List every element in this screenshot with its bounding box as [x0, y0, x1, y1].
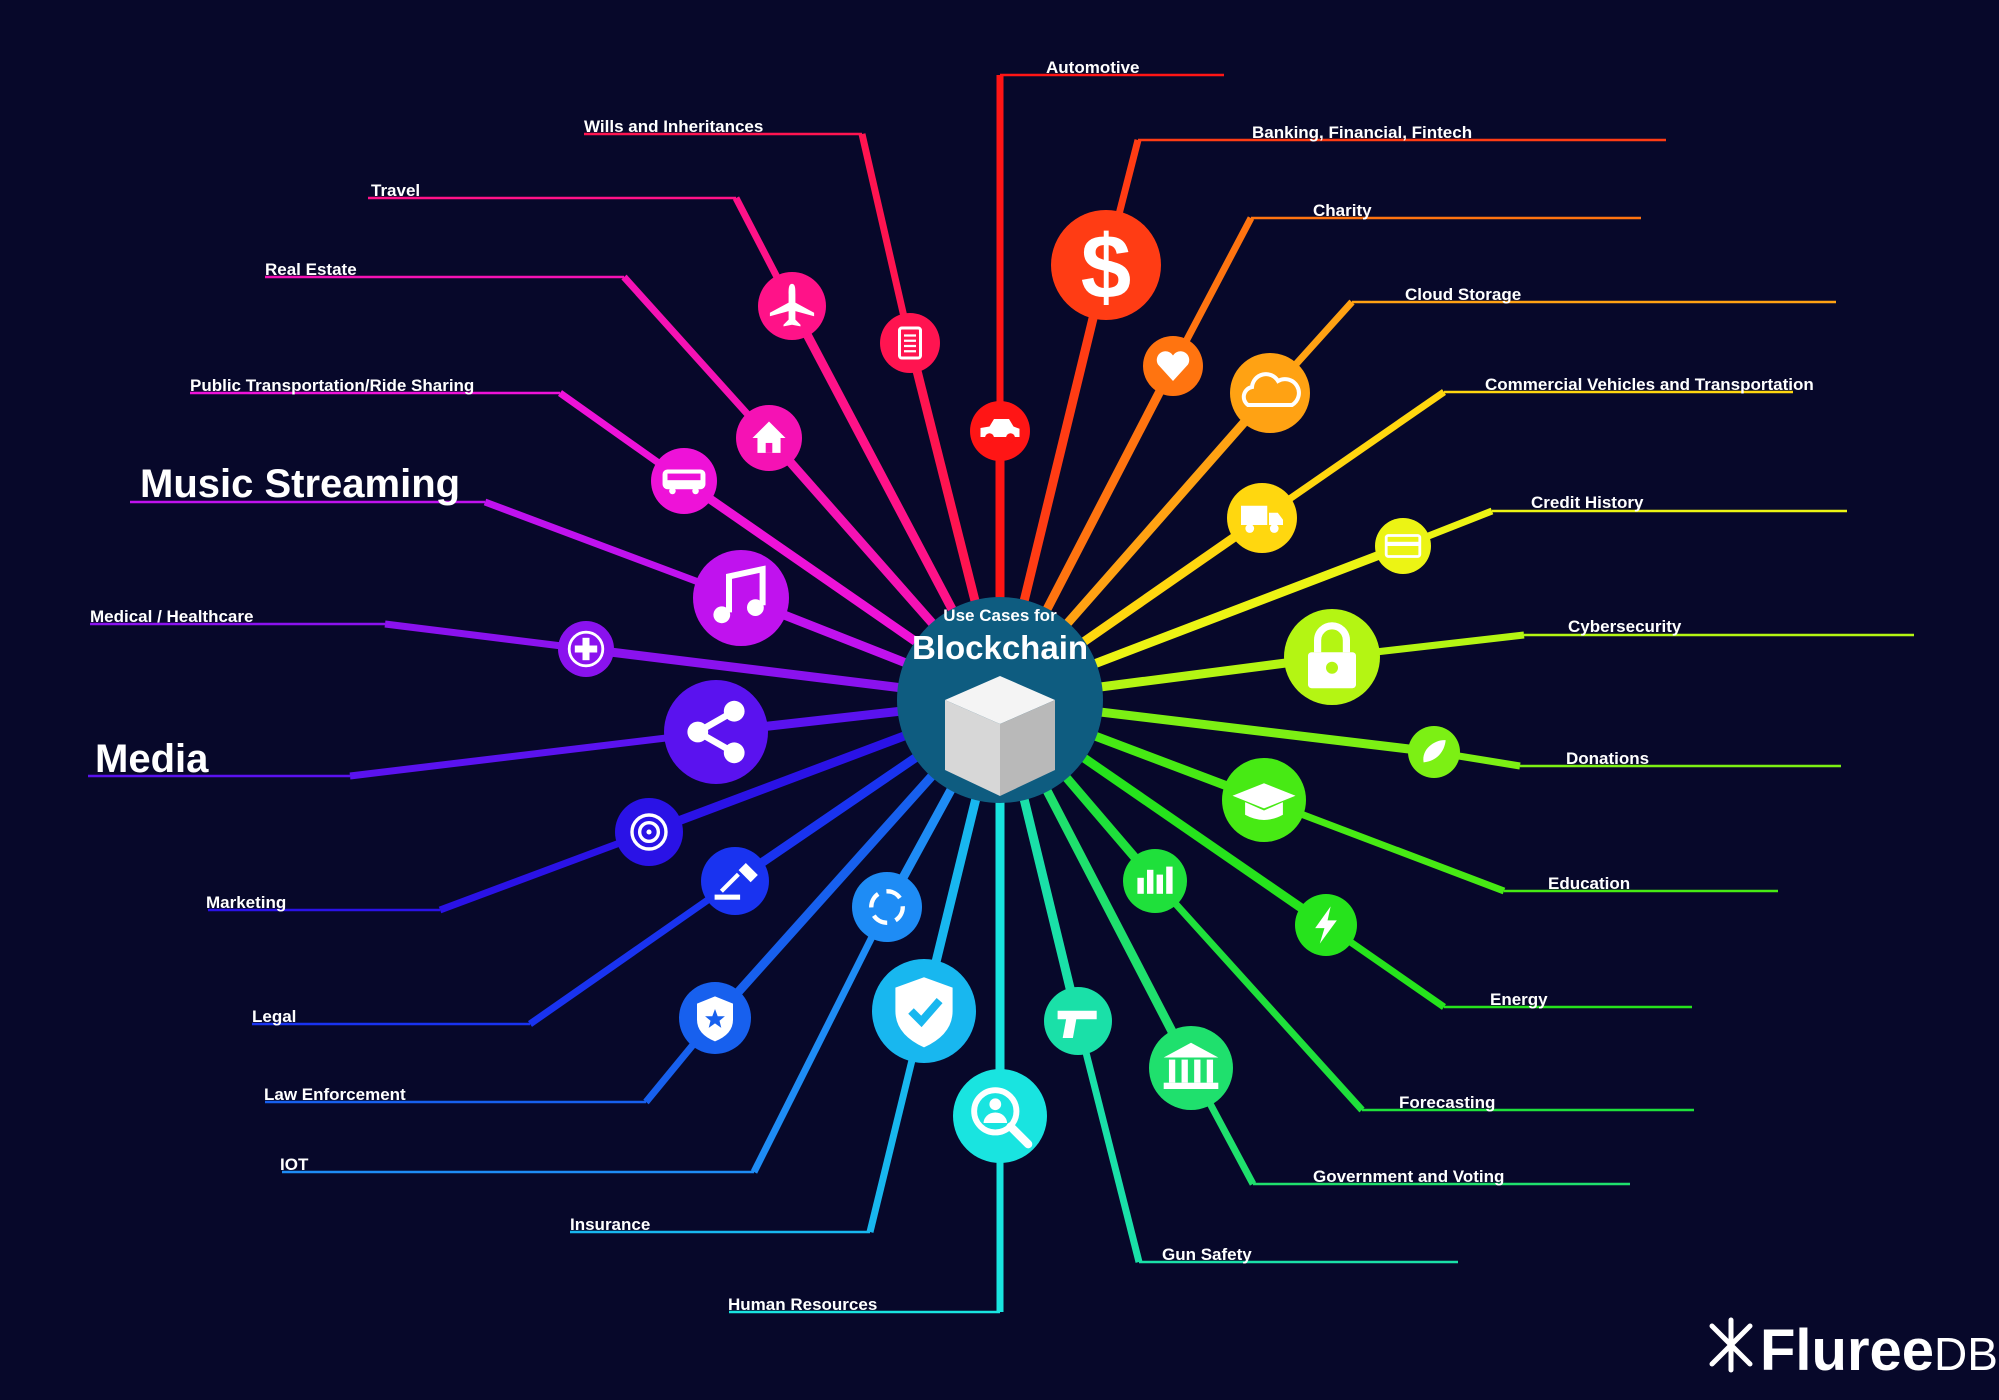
spoke-label: Law Enforcement: [264, 1085, 406, 1104]
truck-icon: [1241, 505, 1283, 533]
hub-subtitle: Use Cases for: [943, 606, 1057, 625]
spoke-ray: [621, 274, 772, 441]
spoke-label: Human Resources: [728, 1295, 877, 1314]
spoke-ray: [438, 828, 651, 914]
dollar-icon: $: [1081, 217, 1131, 318]
bar-chart-icon: [1137, 866, 1173, 894]
government-building-icon: [1163, 1042, 1219, 1089]
spoke-label: Credit History: [1531, 493, 1644, 512]
spoke-label: Travel: [371, 181, 420, 200]
spoke-label: Medical / Healthcare: [90, 607, 253, 626]
spoke-label: Real Estate: [265, 260, 357, 279]
spoke-automotive[interactable]: Automotive: [970, 58, 1224, 700]
padlock-icon: [1308, 622, 1356, 689]
gun-icon: [1057, 1010, 1097, 1038]
spoke-label: Donations: [1566, 749, 1649, 768]
cube-icon: [945, 676, 1055, 796]
spoke-ray: [1262, 796, 1506, 895]
lightning-icon: [1315, 906, 1337, 944]
bus-icon: [662, 469, 706, 495]
cloud-icon: [1241, 372, 1301, 407]
spoke-ray: [858, 133, 914, 344]
spoke-ray: [1152, 878, 1365, 1113]
spoke-music-streaming[interactable]: Music Streaming: [130, 462, 1002, 705]
fluree-logo: Fluree DB: [1709, 1317, 1998, 1383]
spoke-label: Education: [1548, 874, 1630, 893]
spoke-label: Marketing: [206, 893, 286, 912]
spoke-label: Government and Voting: [1313, 1167, 1504, 1186]
spoke-ray: [384, 620, 587, 653]
spoke-commercial-vehicles[interactable]: Commercial Vehicles and Transportation: [997, 375, 1814, 704]
spoke-education[interactable]: Education: [998, 695, 1778, 895]
center-hub: Use Cases for Blockchain: [897, 597, 1103, 803]
car-icon: [980, 419, 1020, 443]
airplane-icon: [769, 283, 815, 327]
spoke-label: Forecasting: [1399, 1093, 1495, 1112]
iot-ring-icon: [869, 889, 905, 925]
fluree-logo-icon: [1709, 1317, 1753, 1373]
share-icon: [687, 700, 745, 764]
target-icon: [630, 813, 668, 851]
brand-suffix: DB: [1934, 1328, 1998, 1380]
spoke-layer: Automotive $ Banking, Financial, FintechCh…: [88, 58, 1914, 1314]
spoke-ray: [1074, 1020, 1143, 1263]
person-search-icon: [971, 1087, 1033, 1149]
spoke-label: Gun Safety: [1162, 1245, 1252, 1264]
spoke-label: Insurance: [570, 1215, 650, 1234]
music-note-icon: [713, 565, 766, 624]
spoke-label: Energy: [1490, 990, 1548, 1009]
credit-card-icon: [1384, 534, 1422, 558]
svg-text:$: $: [1081, 217, 1131, 318]
icon-bubble[interactable]: [880, 313, 940, 373]
icon-bubble[interactable]: [1230, 353, 1310, 433]
icon-bubble[interactable]: [693, 550, 789, 646]
spoke-label: Cloud Storage: [1405, 285, 1521, 304]
spoke-credit-history[interactable]: Credit History: [998, 493, 1847, 705]
hand-leaf-icon: [1423, 740, 1446, 763]
spoke-label: Wills and Inheritances: [584, 117, 763, 136]
spoke-media[interactable]: Media: [88, 680, 1001, 784]
spoke-label: Commercial Vehicles and Transportation: [1485, 375, 1814, 394]
spoke-label: Cybersecurity: [1568, 617, 1682, 636]
spoke-ray: [527, 878, 738, 1027]
shield-check-icon: [895, 977, 953, 1048]
icon-bubble[interactable]: [664, 680, 768, 784]
icon-bubble[interactable]: [1051, 210, 1161, 320]
spoke-travel[interactable]: Travel: [368, 181, 1004, 703]
spoke-label: Banking, Financial, Fintech: [1252, 123, 1472, 142]
medical-cross-icon: [567, 630, 605, 668]
spoke-cloud-storage[interactable]: Cloud Storage: [996, 285, 1836, 703]
icon-bubble[interactable]: [1044, 987, 1112, 1055]
icon-bubble[interactable]: [852, 872, 922, 942]
spoke-label: Music Streaming: [140, 462, 460, 506]
house-icon: [752, 421, 786, 453]
spoke-donations[interactable]: Donations: [999, 695, 1841, 778]
spoke-label: Automotive: [1046, 58, 1140, 77]
heart-icon: [1156, 351, 1190, 381]
spoke-ray: [1260, 389, 1446, 521]
brand-name: Fluree: [1760, 1318, 1934, 1383]
document-icon: [898, 326, 922, 360]
hub-title: Blockchain: [912, 629, 1088, 666]
spoke-ray: [750, 905, 891, 1174]
spoke-label: Public Transportation/Ride Sharing: [190, 376, 474, 395]
police-badge-icon: [697, 996, 733, 1042]
spoke-label: Media: [95, 737, 209, 781]
spoke-wills[interactable]: Wills and Inheritances: [584, 117, 1005, 702]
spoke-label: IOT: [280, 1155, 309, 1174]
spoke-medical[interactable]: Medical / Healthcare: [90, 607, 1001, 705]
gavel-icon: [714, 862, 758, 900]
spoke-energy[interactable]: Energy: [997, 696, 1692, 1010]
spoke-label: Legal: [252, 1007, 296, 1026]
spoke-cybersecurity[interactable]: Cybersecurity: [999, 609, 1914, 705]
icon-bubble[interactable]: [1123, 849, 1187, 913]
icon-bubble[interactable]: [1149, 1026, 1233, 1110]
spoke-label: Charity: [1313, 201, 1372, 220]
icon-bubble[interactable]: [701, 847, 769, 915]
spoke-ray: [349, 728, 717, 780]
